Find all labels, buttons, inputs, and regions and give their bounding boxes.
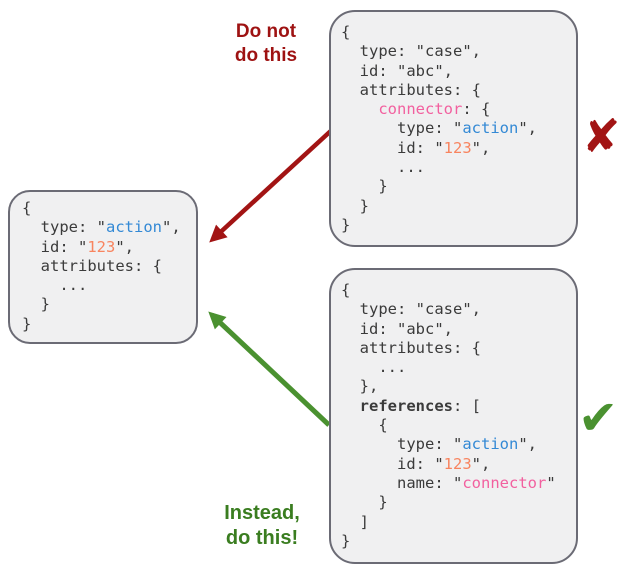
instead-label-line2: do this! (225, 527, 299, 549)
code-line: ... (341, 158, 425, 177)
code-line: ... (22, 276, 88, 295)
code-line: attributes: { (22, 256, 162, 275)
do-not-label-line2: do this (234, 45, 298, 66)
code-line: type: "action", (341, 119, 537, 138)
code-line: } (22, 314, 32, 333)
code-line: { (341, 23, 351, 41)
code-line: } (341, 493, 388, 512)
referenced-object-code-box: { type: "action", id: "123", attributes:… (8, 190, 198, 344)
code-line: type: "case", (341, 300, 481, 319)
bad-example-code-box: { type: "case", id: "abc", attributes: {… (329, 10, 578, 247)
code-line: attributes: { (341, 338, 481, 357)
code-line: { (22, 199, 32, 217)
cross-icon: ✘ (582, 109, 621, 163)
code-line: id: "123", (341, 138, 491, 157)
code-line: connector: { (378, 100, 491, 119)
do-not-arrow (209, 126, 336, 243)
instead-label-line1: Instead, (224, 502, 300, 524)
code-line: } (341, 531, 351, 550)
do-not-label-line1: Do not (235, 21, 297, 42)
code-line: name: "connector" (341, 473, 556, 492)
code-line: id: "123", (341, 454, 491, 473)
do-not-label: Do not do this (220, 20, 312, 68)
code-line: ... (341, 358, 407, 377)
code-line: } (341, 196, 369, 215)
check-icon: ✔ (578, 390, 619, 446)
code-line: id: "123", (22, 237, 134, 256)
good-example-code-box: { type: "case", id: "abc", attributes: {… (329, 268, 578, 564)
code-line: } (22, 295, 50, 314)
code-line: id: "abc", (341, 61, 453, 80)
code-line: id: "abc", (341, 319, 453, 338)
instead-label: Instead, do this! (210, 501, 314, 551)
code-line: type: "action", (341, 435, 537, 454)
code-line: { (341, 416, 388, 435)
code-line: type: "case", (341, 42, 481, 61)
code-line: ] (341, 512, 369, 531)
code-line: references: [ (359, 396, 481, 415)
do-this-arrow (208, 311, 331, 427)
code-line: } (341, 215, 351, 234)
code-line: attributes: { (341, 80, 481, 99)
code-line: { (341, 281, 351, 299)
code-line: }, (341, 377, 379, 396)
code-line: } (341, 177, 388, 196)
code-line: type: "action", (22, 218, 181, 237)
